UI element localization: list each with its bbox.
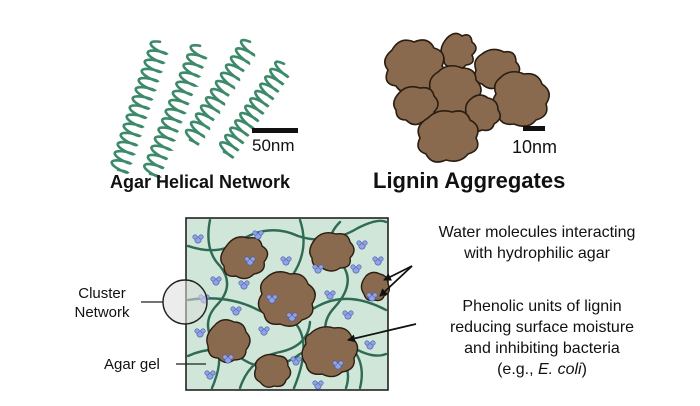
- ecoli-name: E. coli: [538, 361, 582, 378]
- water-molecule: [252, 230, 264, 240]
- scale-bar-10nm-label: 10nm: [512, 137, 558, 157]
- ecoli-prefix: (e.g.,: [497, 361, 538, 378]
- lignin-aggregates: [384, 32, 550, 163]
- lignin-blob: [440, 32, 477, 70]
- water-molecule: [324, 290, 336, 300]
- lignin-blob: [257, 271, 316, 327]
- lignin-blob: [206, 319, 251, 364]
- water-annotation: Water molecules interacting with hydroph…: [406, 222, 668, 264]
- water-molecules: [192, 230, 384, 390]
- cluster-network-label: Cluster Network: [62, 284, 142, 322]
- lignin-blob: [491, 70, 550, 128]
- ecoli-line: (e.g., E. coli): [418, 359, 666, 380]
- gel-strand: [238, 320, 312, 390]
- phenolic-arrow: [347, 323, 417, 343]
- agar-helix: [218, 60, 290, 159]
- agar-helix: [142, 43, 208, 179]
- lignin-blob: [417, 110, 479, 163]
- agar-helix: [110, 40, 169, 174]
- water-arrow-1: [383, 265, 413, 281]
- agar-panel-title: Agar Helical Network: [110, 172, 291, 192]
- water-molecule: [238, 280, 250, 290]
- lignin-blob: [301, 326, 359, 378]
- water-molecule: [192, 234, 204, 244]
- agar-helices: [110, 38, 290, 179]
- water-molecule: [204, 370, 216, 380]
- phenolic-annotation-line: and inhibiting bacteria: [464, 340, 620, 357]
- agar-gel-label: Agar gel: [104, 356, 160, 373]
- water-molecule: [356, 240, 368, 250]
- gel-lignin-blobs: [206, 231, 391, 389]
- ecoli-suffix: ): [581, 361, 587, 378]
- water-molecule: [366, 292, 378, 302]
- water-molecule: [194, 328, 206, 338]
- water-molecule: [210, 276, 222, 286]
- water-molecule: [280, 256, 292, 266]
- scale-bar-50nm: [252, 128, 298, 133]
- water-annotation-line: Water molecules interacting: [438, 224, 636, 241]
- water-molecule: [312, 264, 324, 274]
- phenolic-annotation-line: reducing surface moisture: [449, 319, 635, 336]
- water-molecule: [244, 256, 256, 266]
- water-molecule: [222, 354, 234, 364]
- lignin-blob: [253, 353, 292, 389]
- water-annotation-line: with hydrophilic agar: [464, 245, 610, 262]
- water-molecule: [258, 326, 270, 336]
- water-molecule: [312, 380, 324, 390]
- lignin-panel-title: Lignin Aggregates: [373, 168, 566, 193]
- cluster-label-line: Network: [74, 304, 130, 321]
- agar-helix: [184, 38, 256, 146]
- water-molecule: [332, 360, 344, 370]
- water-arrow-2: [379, 265, 413, 297]
- water-molecule: [364, 340, 376, 350]
- cluster-network-circle: [162, 279, 208, 325]
- scale-bar-50nm-label: 50nm: [252, 136, 295, 155]
- water-molecule: [286, 312, 298, 322]
- lignin-blob: [309, 231, 355, 272]
- scale-bar-10nm: [523, 126, 545, 131]
- cluster-label-line: Cluster: [78, 285, 126, 302]
- water-molecule: [266, 294, 278, 304]
- lignin-blob: [220, 236, 269, 280]
- water-molecule: [350, 264, 362, 274]
- water-molecule: [342, 310, 354, 320]
- water-molecule: [290, 356, 302, 366]
- phenolic-annotation-line: Phenolic units of lignin: [462, 298, 622, 315]
- phenolic-annotation: Phenolic units of lignin reducing surfac…: [418, 296, 666, 380]
- water-molecule: [230, 306, 242, 316]
- water-molecule: [372, 256, 384, 266]
